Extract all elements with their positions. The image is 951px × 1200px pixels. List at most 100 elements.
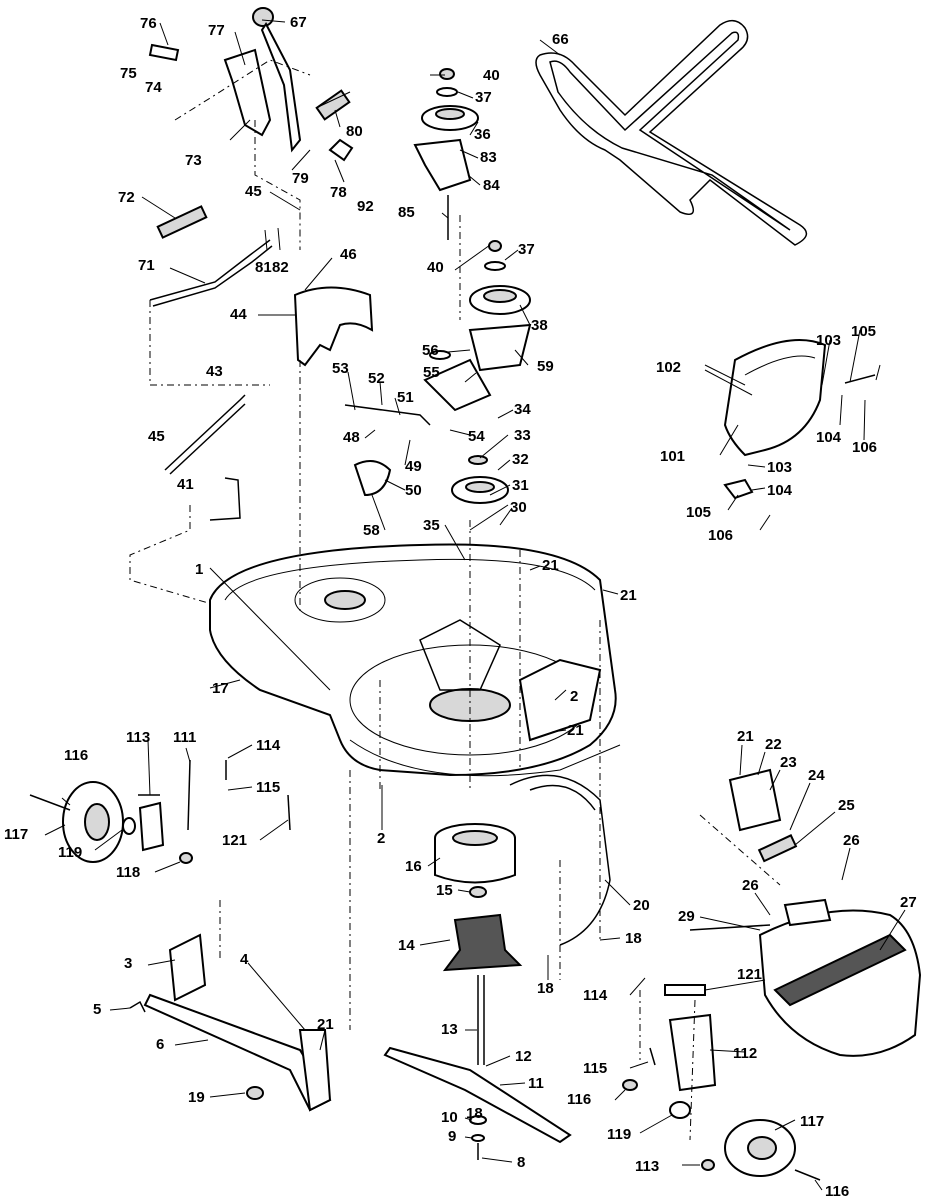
callout-52: 52 [368, 370, 385, 387]
callout-82: 82 [272, 259, 289, 276]
callout-115: 115 [583, 1060, 607, 1077]
front-bracket [129, 900, 332, 1112]
mower-deck [209, 543, 621, 777]
callout-114: 114 [583, 987, 608, 1004]
callout-116: 116 [825, 1183, 849, 1200]
callout-54: 54 [468, 428, 485, 445]
lift-rods [129, 205, 273, 606]
callout-38: 38 [531, 317, 548, 334]
callout-10: 10 [441, 1109, 458, 1126]
callout-53: 53 [332, 360, 349, 377]
callout-14: 14 [398, 937, 415, 954]
callout-43: 43 [206, 363, 223, 380]
callout-12: 12 [515, 1048, 532, 1065]
callout-16: 16 [405, 858, 422, 875]
callout-1: 1 [195, 561, 203, 578]
callout-101: 101 [660, 448, 685, 465]
callout-67: 67 [290, 14, 307, 31]
callout-105: 105 [851, 323, 876, 340]
callout-41: 41 [177, 476, 194, 493]
callout-59: 59 [537, 358, 554, 375]
callout-2: 2 [377, 830, 385, 847]
alignment-lines [299, 215, 781, 1141]
callout-8: 8 [517, 1154, 525, 1171]
callout-32: 32 [512, 451, 529, 468]
callout-48: 48 [343, 429, 360, 446]
callout-37: 37 [475, 89, 492, 106]
callout-117: 117 [4, 826, 28, 843]
callout-92: 92 [357, 198, 374, 215]
callout-19: 19 [188, 1089, 205, 1106]
callout-116: 116 [567, 1091, 591, 1108]
front-baffle [293, 286, 374, 367]
callout-29: 29 [678, 908, 695, 925]
callout-4: 4 [240, 951, 249, 968]
callout-71: 71 [138, 257, 155, 274]
callout-40: 40 [427, 259, 444, 276]
callout-105: 105 [686, 504, 711, 521]
callout-106: 106 [852, 439, 877, 456]
callout-113: 113 [635, 1158, 659, 1175]
callout-75: 75 [120, 65, 137, 82]
callout-labels: 1 2 2 3 4 5 6 8 9 10 11 12 13 14 15 16 1… [4, 14, 917, 1200]
callout-5: 5 [93, 1001, 101, 1018]
callout-34: 34 [514, 401, 531, 418]
callout-83: 83 [480, 149, 497, 166]
callout-78: 78 [330, 184, 347, 201]
callout-56: 56 [422, 342, 439, 359]
callout-26: 26 [742, 877, 759, 894]
callout-74: 74 [145, 79, 162, 96]
callout-58: 58 [363, 522, 380, 539]
callout-18: 18 [537, 980, 554, 997]
callout-21: 21 [567, 722, 584, 739]
callout-114: 114 [256, 737, 281, 754]
callout-26: 26 [843, 832, 860, 849]
callout-37: 37 [518, 241, 535, 258]
spindle-assembly [383, 774, 611, 1160]
callout-112: 112 [733, 1045, 757, 1062]
callout-66: 66 [552, 31, 569, 48]
callout-40: 40 [483, 67, 500, 84]
leader-lines [44, 19, 906, 1191]
callout-22: 22 [765, 736, 782, 753]
drive-belt [535, 19, 808, 246]
callout-117: 117 [800, 1113, 824, 1130]
callout-55: 55 [423, 364, 440, 381]
callout-103: 103 [767, 459, 792, 476]
callout-24: 24 [808, 767, 825, 784]
left-wheel-assembly [29, 759, 291, 864]
callout-116: 116 [64, 747, 88, 764]
callout-106: 106 [708, 527, 733, 544]
callout-13: 13 [441, 1021, 458, 1038]
callout-121: 121 [222, 832, 247, 849]
callout-35: 35 [423, 517, 440, 534]
callout-49: 49 [405, 458, 422, 475]
callout-18: 18 [466, 1105, 483, 1122]
pulley-stack [344, 68, 532, 504]
lift-handle-assembly [148, 7, 354, 250]
callout-51: 51 [397, 389, 414, 406]
discharge-guard [689, 768, 922, 1057]
callout-121: 121 [737, 966, 762, 983]
callout-21: 21 [620, 587, 637, 604]
callout-73: 73 [185, 152, 202, 169]
callout-44: 44 [230, 306, 247, 323]
callout-2: 2 [570, 688, 578, 705]
callout-23: 23 [780, 754, 797, 771]
callout-45: 45 [148, 428, 165, 445]
callout-21: 21 [542, 557, 559, 574]
callout-85: 85 [398, 204, 415, 221]
callout-104: 104 [816, 429, 842, 446]
callout-9: 9 [448, 1128, 456, 1145]
callout-104: 104 [767, 482, 793, 499]
callout-21: 21 [317, 1016, 334, 1033]
callout-21: 21 [737, 728, 754, 745]
callout-46: 46 [340, 246, 357, 263]
callout-79: 79 [292, 170, 309, 187]
callout-84: 84 [483, 177, 500, 194]
callout-20: 20 [633, 897, 650, 914]
callout-76: 76 [140, 15, 157, 32]
callout-27: 27 [900, 894, 917, 911]
callout-31: 31 [512, 477, 529, 494]
